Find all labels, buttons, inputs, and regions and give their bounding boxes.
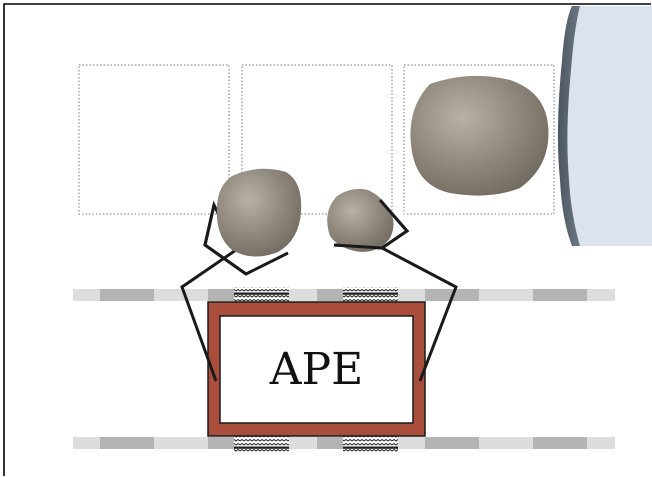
tread-icon <box>234 287 289 303</box>
rock-icon <box>216 168 302 257</box>
tread-icon <box>234 436 289 452</box>
ape-robot: APE <box>207 301 426 437</box>
bin-left <box>78 64 230 215</box>
robot-gripper-left <box>203 204 247 276</box>
cell-frame <box>3 3 651 476</box>
storage-bins <box>78 64 555 215</box>
tread-icon <box>343 287 398 303</box>
robot-gripper-right-tip <box>333 199 410 250</box>
rock-icon <box>410 75 549 196</box>
rock-icon <box>327 188 394 252</box>
bin-middle <box>241 64 393 215</box>
bin-right <box>403 64 555 215</box>
robot-label: APE <box>269 344 364 395</box>
robot-body-panel <box>219 315 414 424</box>
tread-icon <box>343 436 398 452</box>
conveyor-belt <box>557 6 652 246</box>
